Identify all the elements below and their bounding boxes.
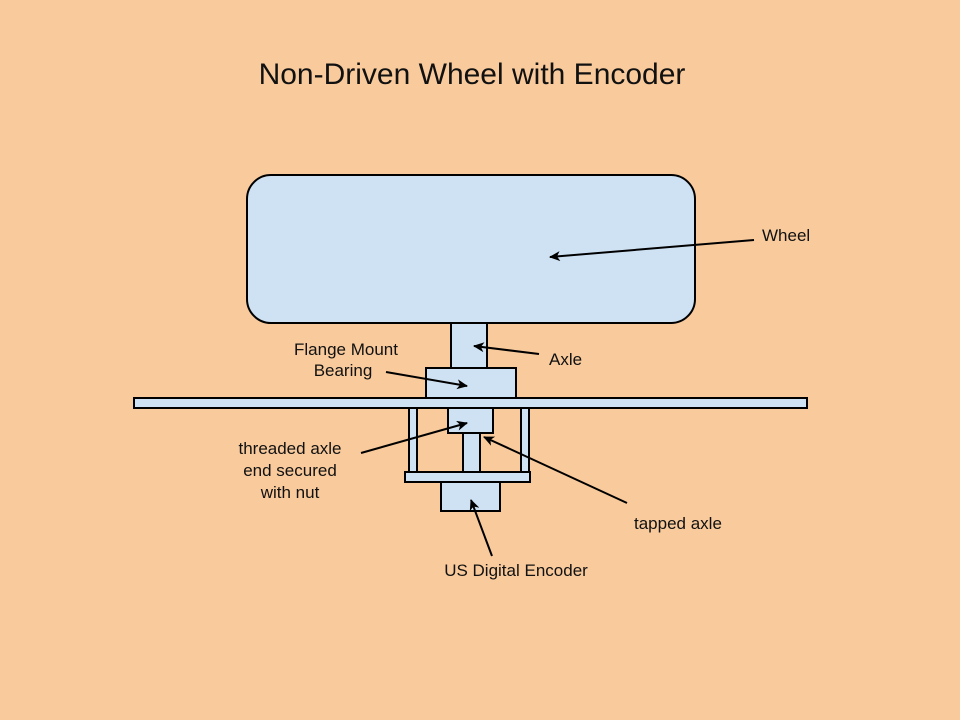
threaded-end-label-line3: with nut [260,483,320,502]
bracket-base-shape [404,471,531,483]
encoder-shape [440,481,501,512]
threaded-end-label-line1: threaded axle [238,439,341,458]
nut-shape [447,407,494,434]
threaded-end-leader-arrow [360,420,468,454]
diagram-title: Non-Driven Wheel with Encoder [259,58,686,91]
axle-shape [450,322,488,369]
encoder-leader-arrow [469,499,493,557]
wheel-label: Wheel [762,226,810,245]
wheel-leader-arrow [549,239,755,262]
axle-leader-arrow [473,342,540,355]
bracket-right-leg-shape [520,407,530,473]
axle-label: Axle [549,350,582,369]
bearing-leader-arrow [385,371,468,390]
bearing-label-line1: Flange Mount [294,340,398,359]
bearing-label-line2: Bearing [314,361,373,380]
threaded-end-label-line2: end secured [243,461,337,480]
tapped-axle-label: tapped axle [634,514,722,533]
encoder-label: US Digital Encoder [444,561,588,580]
tapped-axle-shape [462,432,481,473]
tapped-axle-leader-arrow [483,436,628,504]
mounting-plate-shape [133,397,808,409]
wheel-shape [246,174,696,324]
bearing-shape [425,367,517,399]
